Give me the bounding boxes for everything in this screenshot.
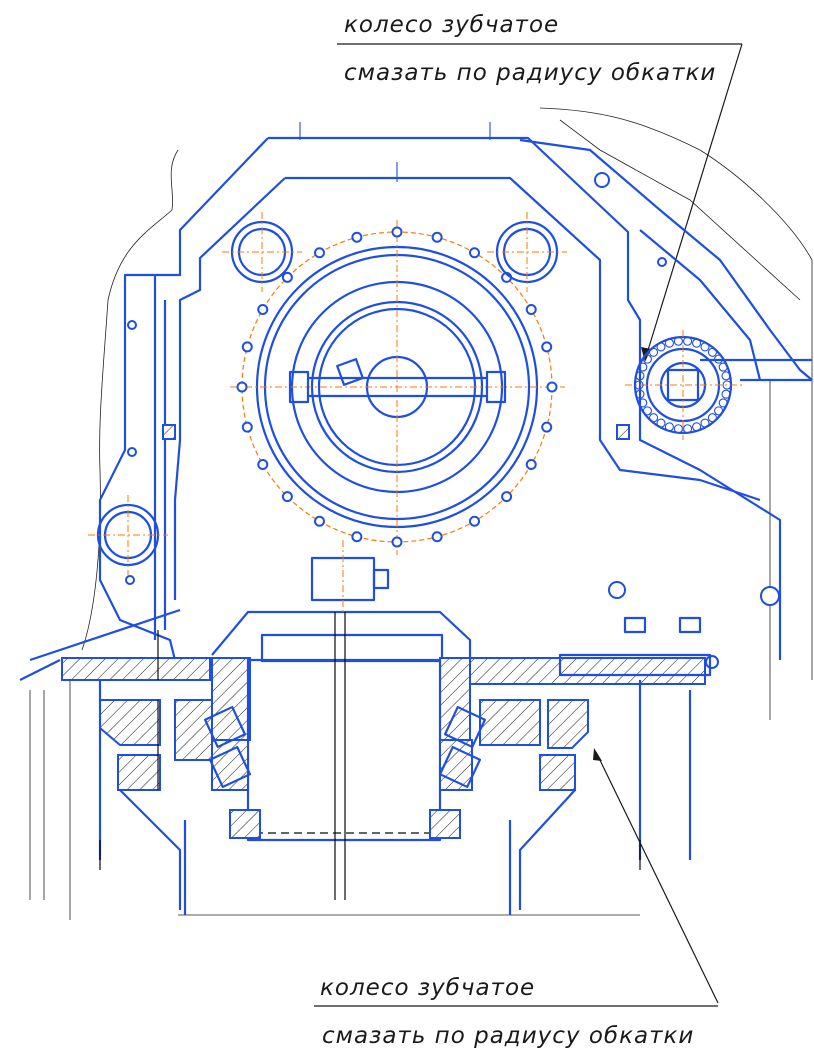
bolt-hole	[391, 226, 403, 238]
bolt-hole	[314, 247, 325, 259]
gear-tooth	[692, 422, 702, 432]
gear-tooth	[642, 354, 652, 364]
bolt-hole	[281, 491, 293, 503]
bolt-hole	[351, 231, 363, 243]
gear-tooth	[714, 406, 724, 416]
gear-tooth	[656, 342, 666, 352]
gear-tooth	[635, 371, 645, 381]
gear-tooth	[649, 413, 659, 423]
bolt-hole	[351, 531, 363, 543]
gear-tooth	[692, 338, 702, 348]
gear-tooth	[642, 406, 652, 416]
bearing-assembly	[19, 540, 719, 915]
gear-tooth	[718, 398, 728, 408]
gear-tooth	[721, 389, 731, 399]
gear-tooth	[673, 336, 683, 346]
bolt-hole	[501, 491, 513, 503]
bolt-hole	[546, 381, 558, 393]
callout-bottom-instruction: смазать по радиусу обкатки	[322, 1023, 694, 1049]
gear-tooth	[714, 354, 724, 364]
gear-tooth	[721, 371, 731, 381]
bolt-hole	[541, 341, 553, 353]
callout-bottom-arrowhead	[593, 748, 602, 761]
bolt-hole	[469, 247, 480, 259]
gear-tooth	[707, 347, 717, 357]
callout-top-gear-label: колесо зубчатое	[344, 12, 559, 38]
bolt-hole	[541, 421, 553, 433]
bolt-hole	[257, 459, 269, 470]
background-frame	[29, 107, 813, 920]
gear-tooth	[656, 418, 666, 428]
gear-tooth	[683, 424, 693, 434]
callout-top-leader-line	[644, 43, 743, 361]
gear-tooth	[664, 338, 674, 348]
bolt-hole	[236, 381, 248, 393]
gear-tooth	[649, 347, 659, 357]
bolt-hole	[525, 304, 537, 315]
gear-tooth	[664, 422, 674, 432]
gear-tooth	[722, 380, 732, 390]
gear-tooth	[638, 362, 648, 372]
gear-tooth	[673, 424, 683, 434]
side-shafts	[88, 212, 567, 575]
gear-tooth	[638, 398, 648, 408]
gear-tooth	[700, 342, 710, 352]
callout-bottom-gear-label: колесо зубчатое	[320, 975, 535, 1001]
gear-tooth	[700, 418, 710, 428]
bolt-hole	[431, 231, 443, 243]
callout-top-instruction: смазать по радиусу обкатки	[344, 60, 716, 86]
bolt-hole	[241, 341, 253, 353]
bolt-hole	[281, 271, 293, 283]
callout-top: колесо зубчатое смазать по радиусу обкат…	[337, 12, 743, 362]
gearbox-housing	[98, 122, 813, 661]
gear-tooth	[635, 389, 645, 399]
bolt-hole	[431, 531, 443, 543]
bolt-hole	[391, 536, 403, 548]
gear-tooth	[707, 413, 717, 423]
bolt-hole	[314, 515, 325, 527]
bolt-hole	[241, 421, 253, 433]
gear-tooth	[718, 362, 728, 372]
bolt-hole	[469, 515, 480, 527]
gear-tooth	[683, 336, 693, 346]
pinion-gear	[625, 330, 745, 440]
gear-tooth	[634, 380, 644, 390]
callout-bottom-leader-line	[595, 751, 719, 1004]
bolt-hole	[525, 459, 537, 470]
callout-bottom: колесо зубчатое смазать по радиусу обкат…	[314, 748, 719, 1049]
bolt-hole	[257, 304, 269, 315]
